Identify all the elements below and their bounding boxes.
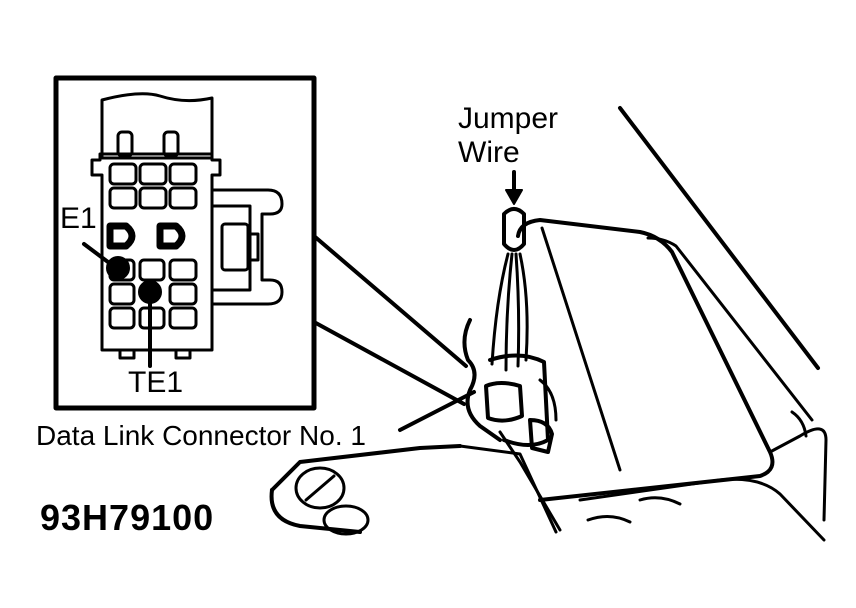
jumper-arrow-head [505, 189, 523, 205]
te1-label: TE1 [128, 366, 184, 399]
figure-code: 93H79100 [40, 497, 215, 538]
zoom-line-lower [312, 320, 466, 406]
jumper-label-line2: Wire [458, 136, 520, 169]
e1-leader-line [82, 242, 118, 270]
connector-closeup [90, 92, 284, 360]
connector-label: Data Link Connector No. 1 [36, 420, 366, 451]
connector-leader-line [398, 390, 476, 432]
jumper-label-line1: Jumper [458, 102, 559, 135]
e1-label: E1 [60, 202, 97, 235]
zoom-line-upper [312, 234, 468, 368]
engine-compartment [269, 106, 828, 542]
inset-frame [53, 75, 317, 411]
jumper-wire [490, 207, 529, 372]
